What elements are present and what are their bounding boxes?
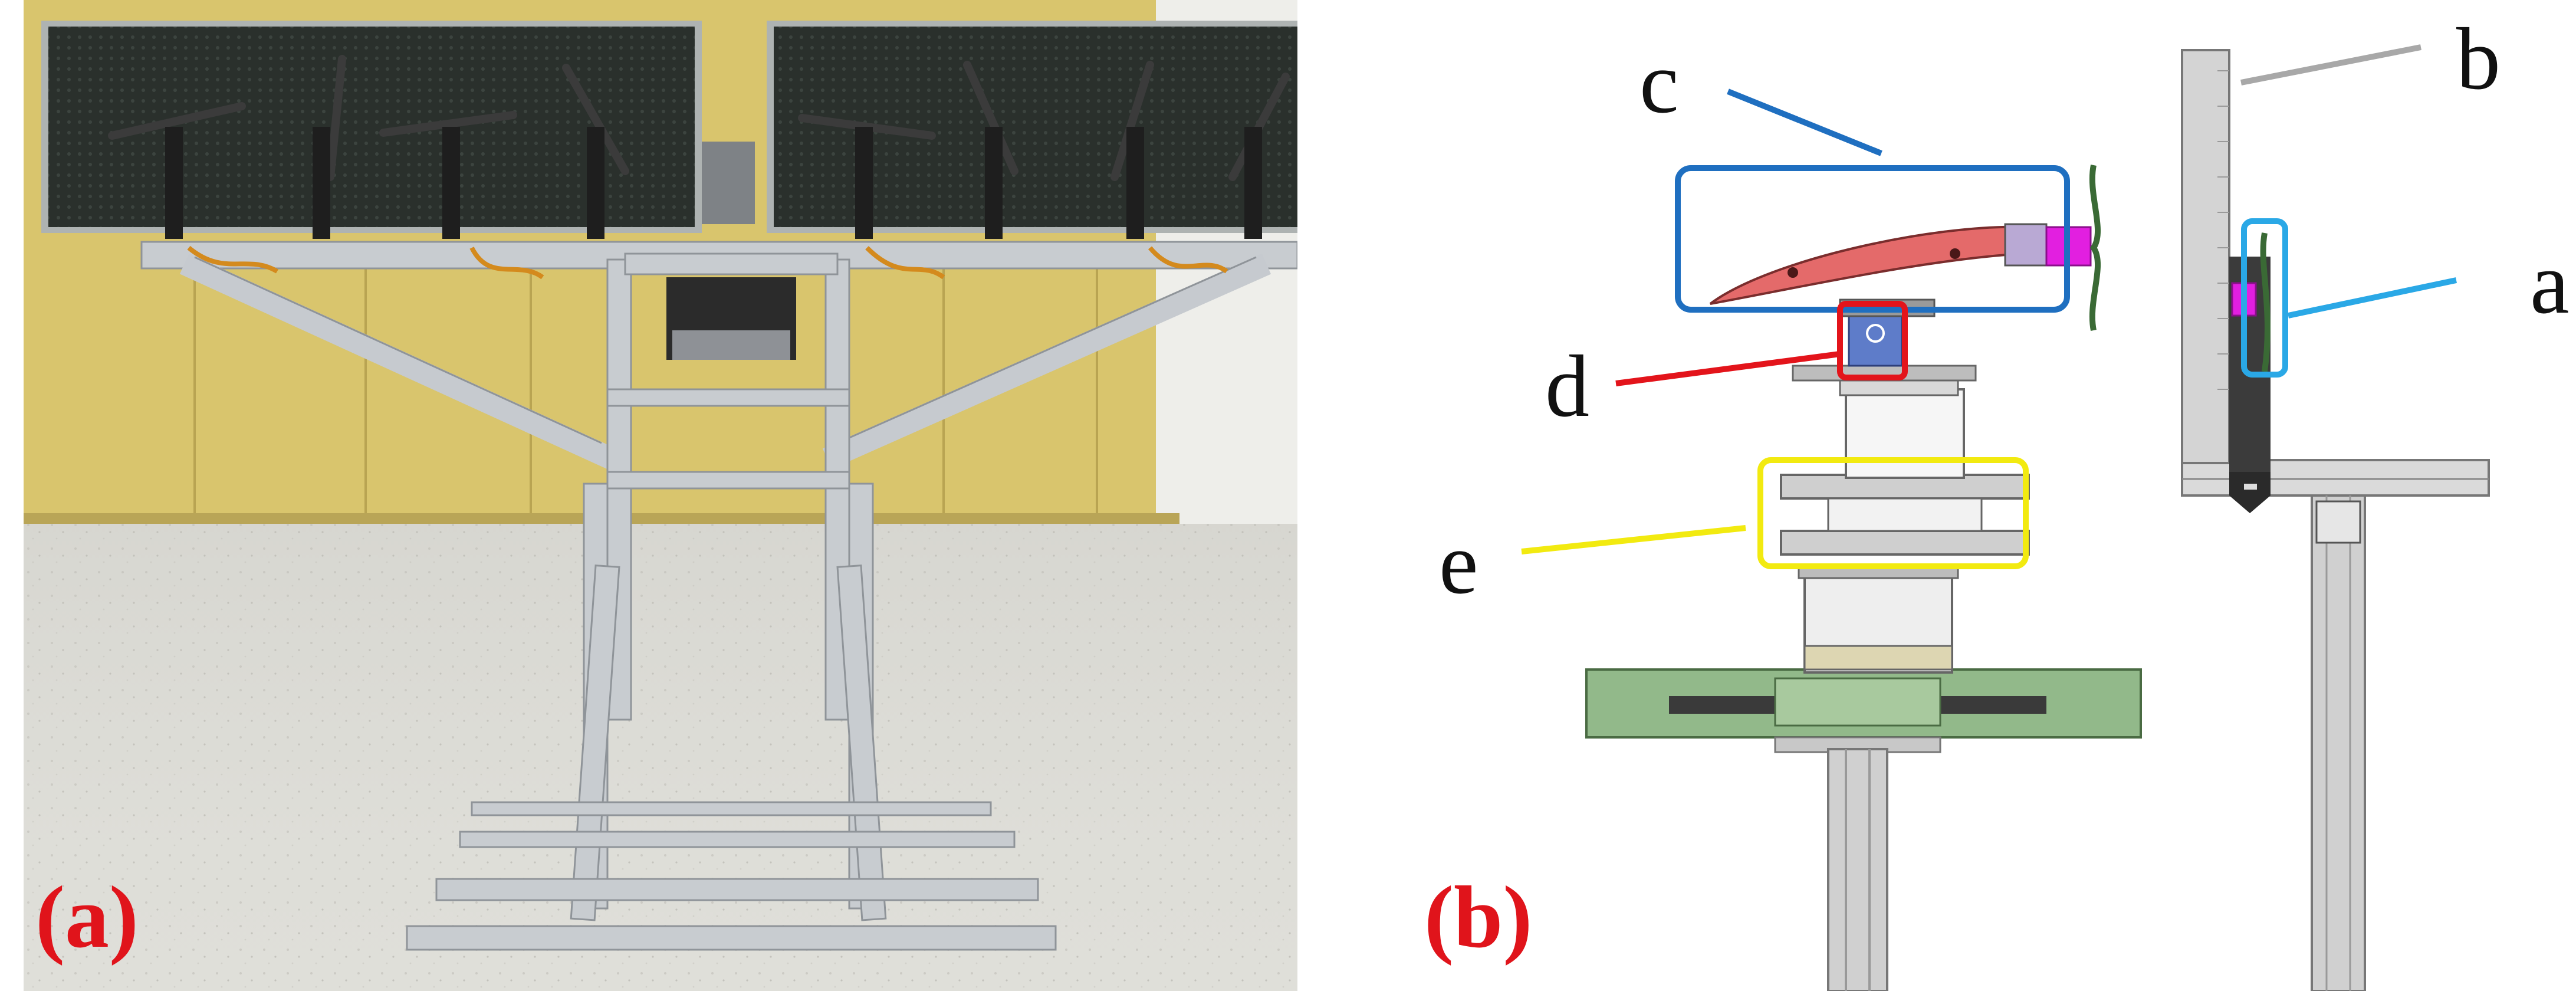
panel-b-cad: c b a d e (b)	[1321, 0, 2576, 991]
wing	[1709, 225, 2024, 305]
callout-label-d: d	[1545, 337, 1589, 435]
cad-drawing	[1521, 44, 2490, 991]
callout-box-d	[1837, 301, 1908, 380]
callout-box-e	[1757, 457, 2029, 569]
callout-box-a	[2241, 218, 2288, 378]
panel-b-tag: (b)	[1424, 868, 1533, 966]
callout-label-b: b	[2456, 10, 2501, 108]
central-mount	[702, 142, 755, 224]
callout-label-c: c	[1639, 34, 1679, 132]
callout-box-c	[1675, 165, 2070, 313]
panel-a-tag: (a)	[35, 868, 139, 966]
leader-b	[2240, 44, 2421, 86]
vertical-plate	[2181, 49, 2230, 464]
test-rig-photo	[24, 0, 1321, 991]
callout-label-e: e	[1439, 514, 1478, 612]
callout-label-a: a	[2530, 234, 2570, 332]
panel-a-photo: (a)	[24, 0, 1321, 991]
